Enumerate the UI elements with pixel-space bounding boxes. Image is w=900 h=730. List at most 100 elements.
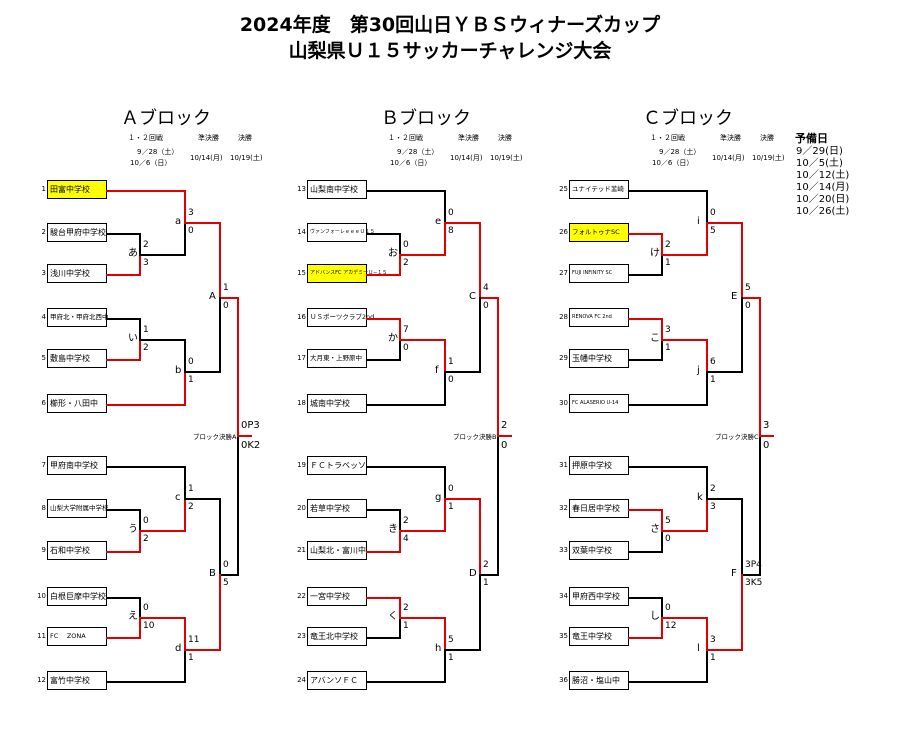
bracket-line bbox=[497, 296, 499, 437]
score: 0K2 bbox=[241, 440, 261, 451]
team-box[interactable]: 竜王中学校 bbox=[569, 627, 629, 646]
score: 2 bbox=[143, 534, 149, 544]
bracket-line bbox=[444, 466, 446, 500]
block-title: Ｂブロック bbox=[381, 108, 471, 129]
reserve-date: 10／20(日) bbox=[796, 194, 850, 205]
team-box[interactable]: FC ZONA bbox=[47, 627, 107, 646]
bracket-line bbox=[706, 221, 743, 224]
bracket-line bbox=[399, 253, 446, 256]
team-box[interactable]: ヴァンフォーレｅｅｅＵ１５ bbox=[307, 223, 375, 242]
team-box[interactable]: アドバンスFC アカデミーＵ−１５ bbox=[307, 264, 387, 283]
team-number: 9 bbox=[41, 546, 46, 554]
team-number: 17 bbox=[297, 354, 306, 362]
match-label: か bbox=[388, 332, 398, 344]
bracket-line bbox=[184, 466, 186, 500]
score: 0 bbox=[448, 484, 454, 494]
team-number: 36 bbox=[559, 676, 568, 684]
team-box[interactable]: 甲府西中学校 bbox=[569, 587, 629, 606]
team-box[interactable]: ユナイテッド韮崎 bbox=[569, 180, 629, 199]
team-box[interactable]: 若草中学校 bbox=[307, 499, 367, 518]
bracket-line bbox=[399, 338, 446, 341]
bracket-line bbox=[479, 221, 481, 299]
team-number: 25 bbox=[559, 185, 568, 193]
team-box[interactable]: アバンソＦＣ bbox=[307, 671, 367, 690]
team-box[interactable]: ＦＣトラベッソ bbox=[307, 456, 367, 475]
match-label: い bbox=[128, 332, 138, 344]
bracket-line bbox=[661, 597, 663, 619]
team-box[interactable]: 富竹中学校 bbox=[47, 671, 107, 690]
team-box[interactable]: 双葉中学校 bbox=[569, 541, 629, 560]
score: 2 bbox=[501, 420, 508, 431]
team-box[interactable]: 山梨北・富川中 bbox=[307, 541, 367, 560]
score: 1 bbox=[188, 484, 194, 494]
bracket-line bbox=[106, 681, 186, 683]
block-title: Ａブロック bbox=[121, 108, 211, 129]
score: 1 bbox=[665, 342, 671, 353]
team-box[interactable]: 山梨南中学校 bbox=[307, 180, 367, 199]
team-box[interactable]: 山梨大学附属中学校 bbox=[47, 499, 109, 518]
bracket-line bbox=[661, 509, 663, 532]
team-number: 23 bbox=[297, 632, 306, 640]
team-box[interactable]: 浅川中学校 bbox=[47, 264, 107, 283]
score: 2 bbox=[403, 516, 409, 526]
team-box[interactable]: ＵＳポーツクラブ2nd bbox=[307, 308, 374, 327]
score: 0 bbox=[188, 357, 194, 368]
match-label: お bbox=[388, 247, 398, 259]
score: 0 bbox=[403, 342, 409, 353]
bracket-line bbox=[741, 296, 743, 374]
bracket-line bbox=[184, 221, 221, 224]
team-box[interactable]: 甲府北・甲府北西中 bbox=[47, 308, 109, 327]
bracket-line bbox=[706, 190, 708, 224]
score: 12 bbox=[665, 621, 677, 631]
team-box[interactable]: 大月東・上野原中 bbox=[307, 349, 367, 368]
team-box[interactable]: 田富中学校 bbox=[47, 180, 107, 199]
bracket-line bbox=[661, 338, 708, 341]
bracket-line bbox=[628, 233, 663, 235]
team-box[interactable]: 白根巨摩中学校 bbox=[47, 587, 107, 606]
header-round12: １・２回戦 bbox=[128, 134, 163, 142]
header-semi-date: 10/14(月) bbox=[450, 154, 483, 162]
team-box[interactable]: FUJI INFINITY SC bbox=[569, 264, 629, 283]
score: 5 bbox=[710, 225, 716, 236]
team-box[interactable]: 櫛形・八田中 bbox=[47, 394, 107, 413]
bracket-line bbox=[481, 296, 499, 299]
match-label: あ bbox=[128, 247, 138, 259]
header-date2: 10／6（日） bbox=[652, 159, 694, 167]
team-box[interactable]: 石和中学校 bbox=[47, 541, 107, 560]
team-box[interactable]: フォルトゥナSC bbox=[569, 223, 629, 242]
score: 0 bbox=[501, 440, 508, 451]
team-box[interactable]: 勝沼・塩山中 bbox=[569, 671, 629, 690]
bracket-line bbox=[219, 221, 221, 299]
score: 0 bbox=[143, 516, 149, 526]
score: 3 bbox=[665, 324, 671, 335]
header-semi-date: 10/14(月) bbox=[712, 154, 745, 162]
team-number: 20 bbox=[297, 504, 306, 512]
team-box[interactable]: 竜王北中学校 bbox=[307, 627, 367, 646]
team-box[interactable]: 春日居中学校 bbox=[569, 499, 629, 518]
bracket-line bbox=[139, 253, 141, 276]
team-box[interactable]: 城南中学校 bbox=[307, 394, 367, 413]
header-date1: 9／28（土） bbox=[397, 148, 439, 156]
bracket-line bbox=[661, 318, 663, 341]
team-box[interactable]: FC ALASERIO U-14 bbox=[569, 394, 629, 413]
team-box[interactable]: 玉幡中学校 bbox=[569, 349, 629, 368]
score: 1 bbox=[448, 502, 454, 512]
bracket-line bbox=[399, 597, 401, 619]
bracket-line bbox=[661, 530, 663, 553]
bracket-line bbox=[184, 221, 186, 256]
team-box[interactable]: 甲府南中学校 bbox=[47, 456, 107, 475]
score: 5 bbox=[448, 635, 454, 645]
bracket-line bbox=[628, 551, 663, 553]
team-box[interactable]: 駿台甲府中学校 bbox=[47, 223, 107, 242]
team-box[interactable]: 押原中学校 bbox=[569, 456, 629, 475]
team-number: 34 bbox=[559, 592, 568, 600]
header-final: 決勝 bbox=[760, 134, 774, 142]
bracket-line bbox=[139, 617, 141, 639]
team-box[interactable]: RENOVA FC 2nd bbox=[569, 308, 629, 327]
team-box[interactable]: 敷島中学校 bbox=[47, 349, 107, 368]
bracket-line bbox=[661, 617, 663, 639]
match-label: え bbox=[128, 611, 138, 622]
match-label: う bbox=[128, 524, 138, 535]
team-box[interactable]: 一宮中学校 bbox=[307, 587, 367, 606]
bracket-line bbox=[221, 296, 239, 299]
